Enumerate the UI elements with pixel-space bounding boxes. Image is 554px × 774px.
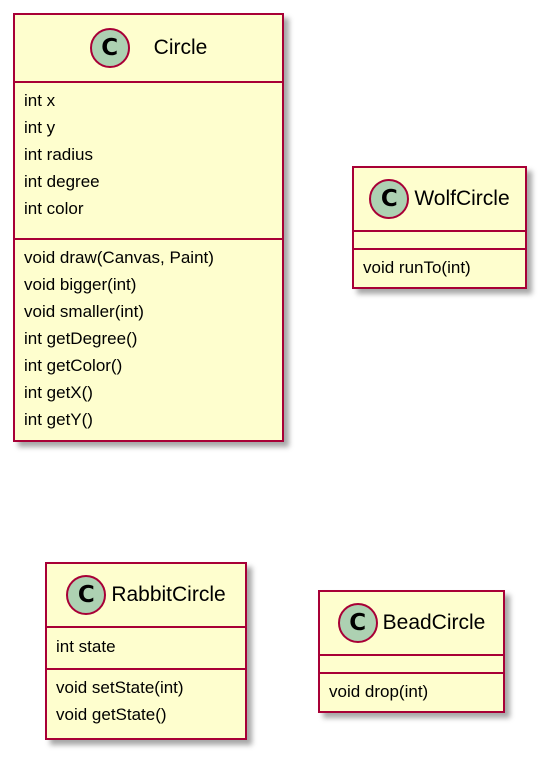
class-c-icon: C bbox=[369, 179, 410, 219]
attribute: int color bbox=[24, 199, 84, 218]
class-c-icon: C bbox=[66, 575, 107, 615]
methods-compartment: void setState(int) void getState() bbox=[47, 670, 245, 732]
attributes-compartment: int x int y int radius int degree int co… bbox=[15, 83, 282, 240]
methods-compartment: void runTo(int) bbox=[354, 250, 525, 285]
method: int getX() bbox=[24, 383, 93, 402]
class-name: WolfCircle bbox=[414, 187, 510, 210]
method: void draw(Canvas, Paint) bbox=[24, 248, 214, 267]
method: void getState() bbox=[56, 705, 167, 724]
method: void smaller(int) bbox=[24, 302, 144, 321]
attribute: int state bbox=[56, 637, 116, 656]
attribute: int x bbox=[24, 91, 56, 110]
attributes-compartment bbox=[354, 232, 525, 250]
methods-compartment: void draw(Canvas, Paint) void bigger(int… bbox=[15, 240, 282, 437]
attribute: int radius bbox=[24, 145, 93, 164]
class-header: C WolfCircle bbox=[354, 168, 525, 232]
method: void runTo(int) bbox=[363, 258, 471, 277]
method: void setState(int) bbox=[56, 678, 184, 697]
class-name: Circle bbox=[153, 36, 208, 59]
class-c-icon: C bbox=[89, 28, 130, 68]
class-c-icon: C bbox=[337, 603, 378, 643]
method: int getColor() bbox=[24, 356, 123, 375]
method: int getY() bbox=[24, 410, 93, 429]
method: void drop(int) bbox=[329, 682, 429, 701]
class-header: C BeadCircle bbox=[320, 592, 503, 656]
attributes-compartment: int state bbox=[47, 628, 245, 670]
class-header: C RabbitCircle bbox=[47, 564, 245, 628]
attributes-compartment bbox=[320, 656, 503, 674]
class-rabbitcircle[interactable]: C RabbitCircle int state void setState(i… bbox=[45, 562, 247, 740]
method: int getDegree() bbox=[24, 329, 138, 348]
class-circle[interactable]: C Circle int x int y int radius int degr… bbox=[13, 13, 284, 442]
class-name: BeadCircle bbox=[382, 611, 486, 634]
attribute: int degree bbox=[24, 172, 100, 191]
attribute: int y bbox=[24, 118, 56, 137]
class-header: C Circle bbox=[15, 15, 282, 83]
class-wolfcircle[interactable]: C WolfCircle void runTo(int) bbox=[352, 166, 527, 289]
class-beadcircle[interactable]: C BeadCircle void drop(int) bbox=[318, 590, 505, 713]
class-name: RabbitCircle bbox=[111, 583, 226, 606]
method: void bigger(int) bbox=[24, 275, 137, 294]
methods-compartment: void drop(int) bbox=[320, 674, 503, 709]
